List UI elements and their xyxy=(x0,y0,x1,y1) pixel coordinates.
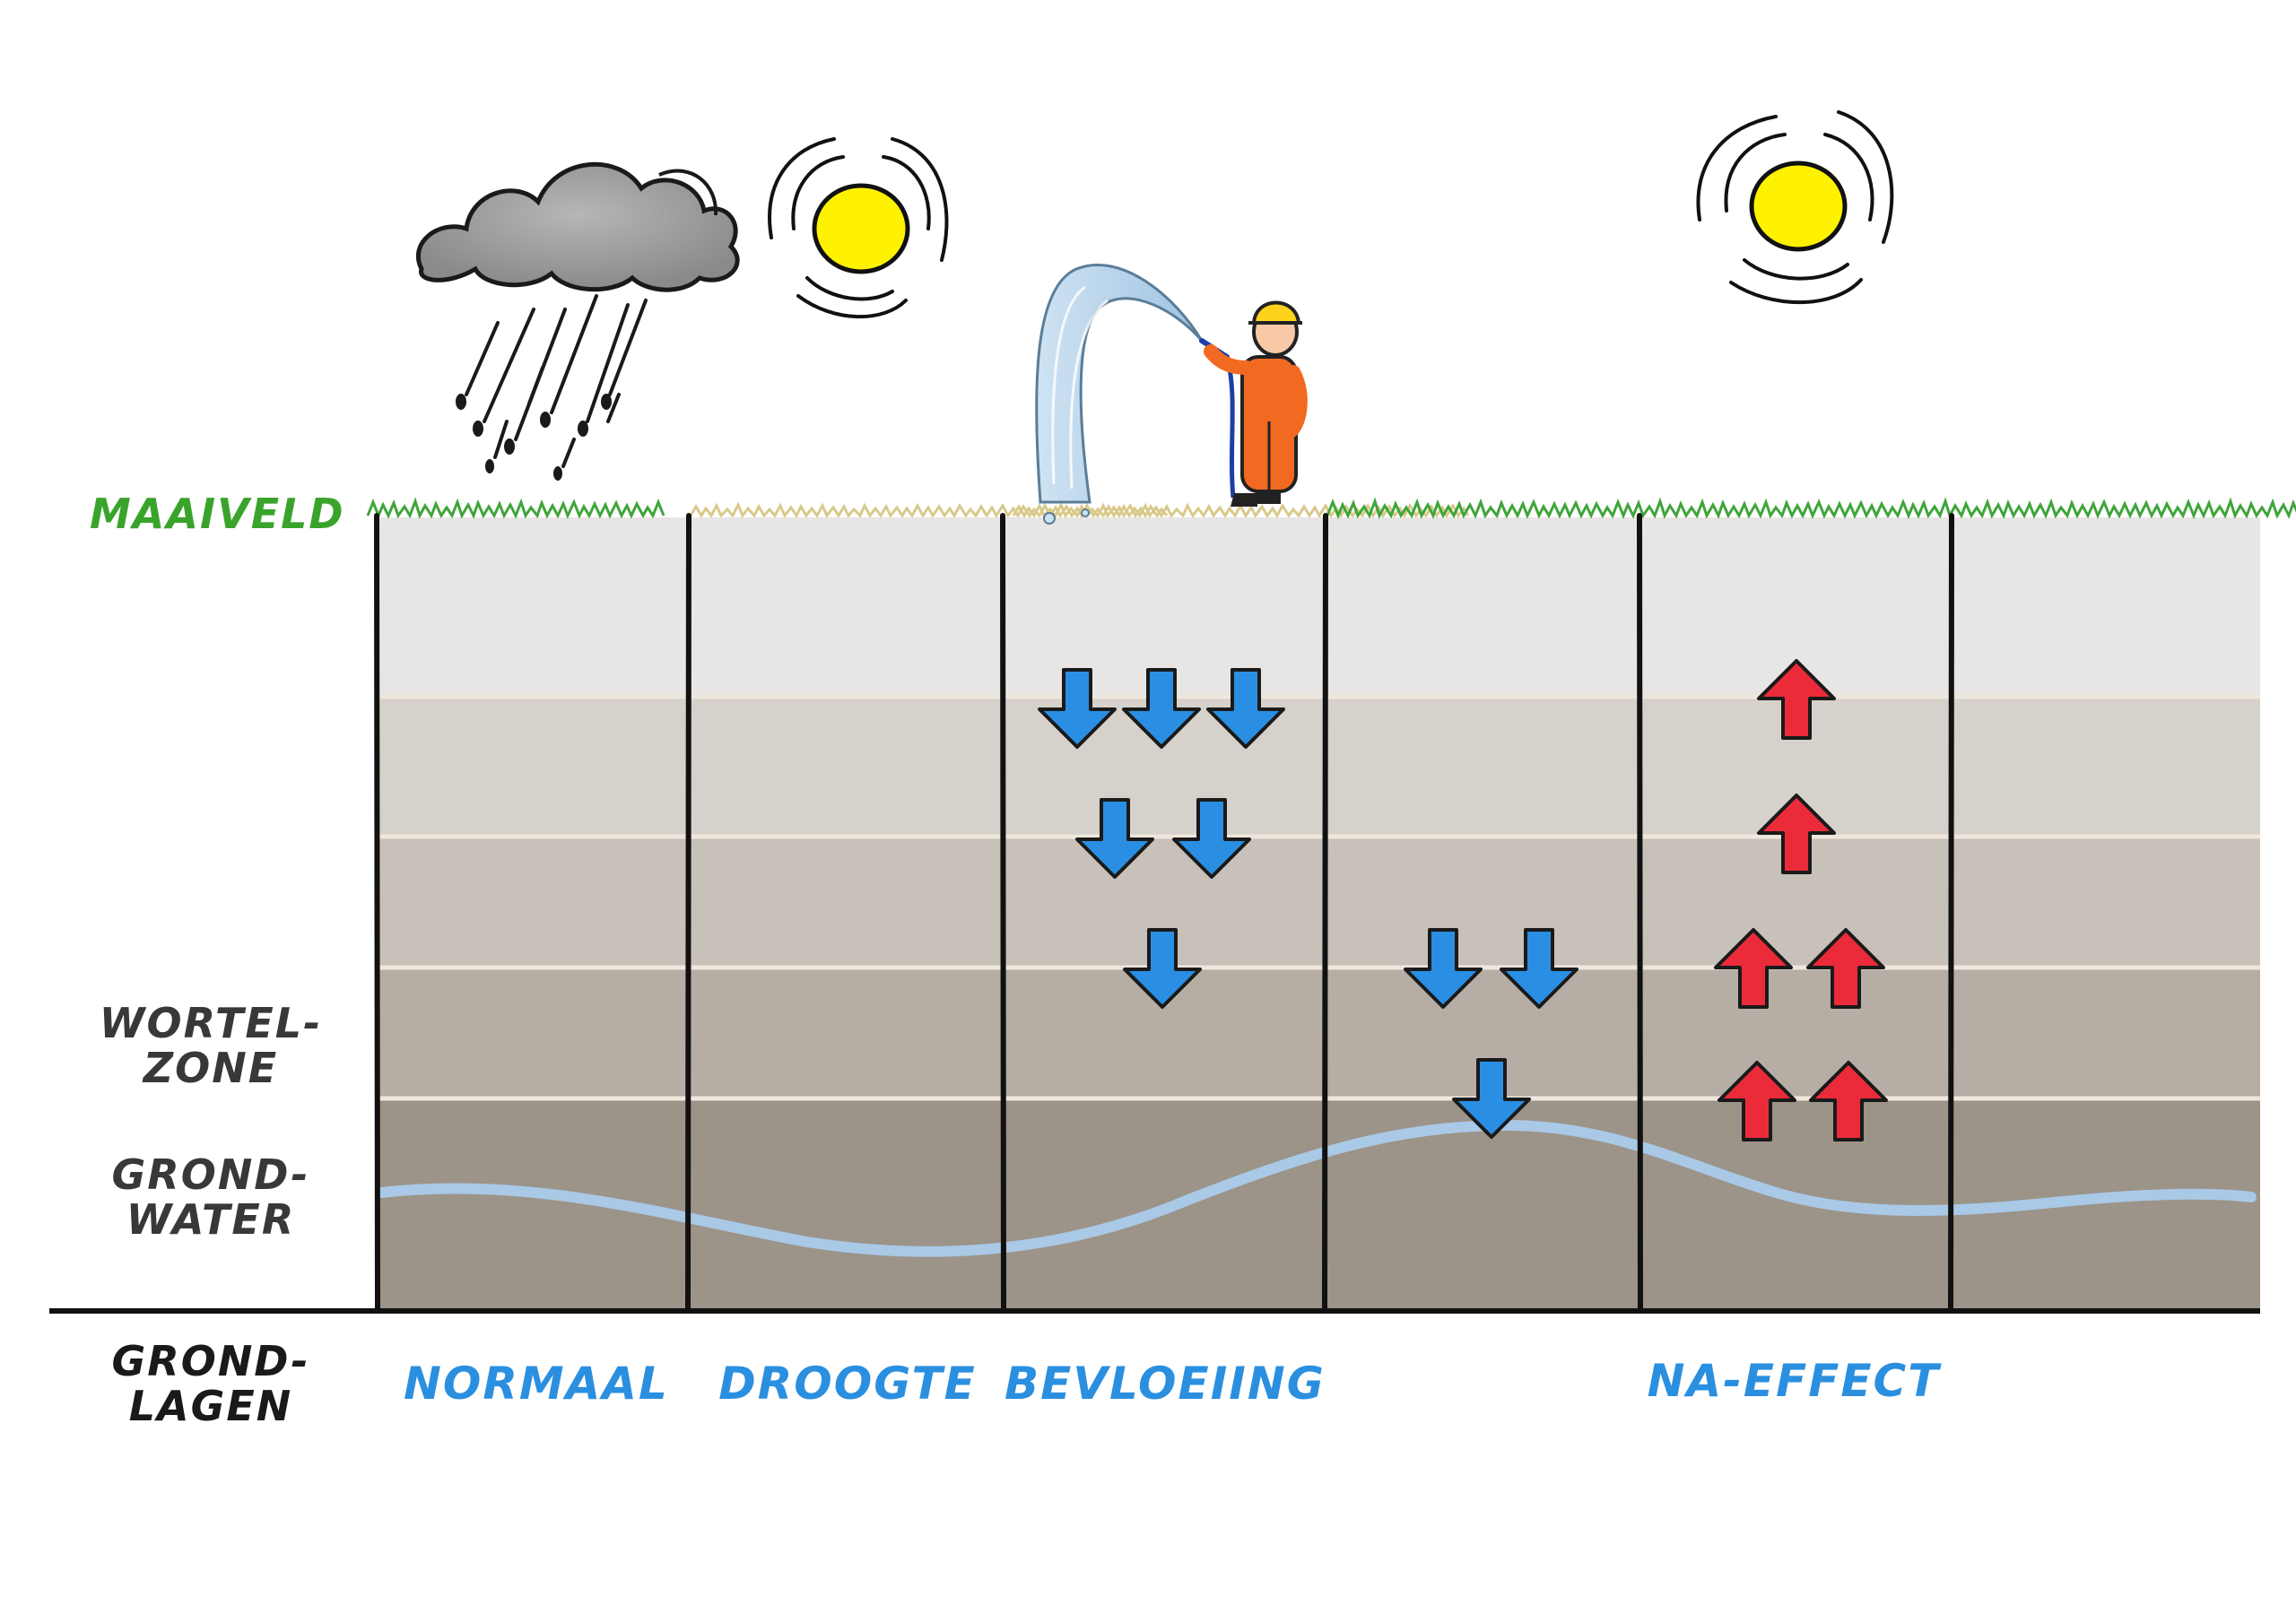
groundwater-label: GROND- WATER xyxy=(99,1154,323,1240)
water-down-arrow-col4-2 xyxy=(1500,928,1578,1009)
water-down-arrow-1 xyxy=(1038,668,1117,749)
groundwater-label-line-2: WATER xyxy=(126,1195,296,1244)
soil-layers-label-line-1: GROND- xyxy=(111,1337,310,1385)
grass-dry-1 xyxy=(689,501,1169,518)
capillary-up-arrow-4 xyxy=(1806,928,1885,1009)
column-dividers xyxy=(374,513,1954,1314)
soil-layers-label: GROND- LAGEN xyxy=(99,1341,323,1427)
soil-layer-2 xyxy=(375,697,2260,837)
soil-layer-3 xyxy=(375,837,2260,968)
soil-layer-4 xyxy=(375,968,2260,1098)
scenario-label-bevloeiing: BEVLOEIING xyxy=(1004,1358,1326,1410)
water-down-arrow-2 xyxy=(1122,668,1201,749)
groundwater-label-line-1: GROND- xyxy=(111,1150,310,1199)
groundwater-level-line xyxy=(376,1119,2257,1257)
capillary-up-arrow-2 xyxy=(1757,794,1836,874)
soil-profile xyxy=(375,517,2260,1312)
soil-layer-topsoil xyxy=(375,517,2260,697)
irrigation-water-arc xyxy=(1035,264,1204,525)
rain-cloud-icon xyxy=(415,161,740,481)
capillary-up-arrow-3 xyxy=(1714,928,1793,1009)
root-zone-label-line-2: ZONE xyxy=(143,1044,279,1092)
flow-arrows xyxy=(1038,659,1888,1141)
scenario-label-na-effect: NA-EFFECT xyxy=(1647,1355,1941,1407)
capillary-up-arrow-1 xyxy=(1757,659,1836,740)
grass-green-2 xyxy=(1326,497,2296,519)
capillary-up-arrow-5 xyxy=(1718,1061,1796,1141)
scenario-label-droogte: DROOGTE xyxy=(718,1358,977,1410)
scenario-label-normaal: NORMAAL xyxy=(404,1358,669,1410)
water-down-arrow-col4-1 xyxy=(1404,928,1483,1009)
water-down-arrow-4 xyxy=(1075,798,1154,879)
grass-surface xyxy=(366,497,2296,519)
soil-layers-label-line-2: LAGEN xyxy=(128,1382,293,1430)
sun-icon-2 xyxy=(1696,110,1894,305)
water-down-arrow-3 xyxy=(1206,668,1285,749)
irrigation-worker-icon xyxy=(1199,300,1308,507)
water-down-arrow-5 xyxy=(1172,798,1251,879)
surface-label: MAAIVELD xyxy=(90,490,345,538)
root-zone-label: WORTEL- ZONE xyxy=(99,1002,323,1089)
water-down-arrow-6 xyxy=(1123,928,1202,1009)
grass-green-1 xyxy=(366,497,665,519)
capillary-up-arrow-6 xyxy=(1809,1061,1888,1141)
water-down-arrow-col4-3 xyxy=(1452,1058,1531,1139)
sun-icon xyxy=(768,137,949,319)
root-zone-label-line-1: WORTEL- xyxy=(99,999,323,1047)
